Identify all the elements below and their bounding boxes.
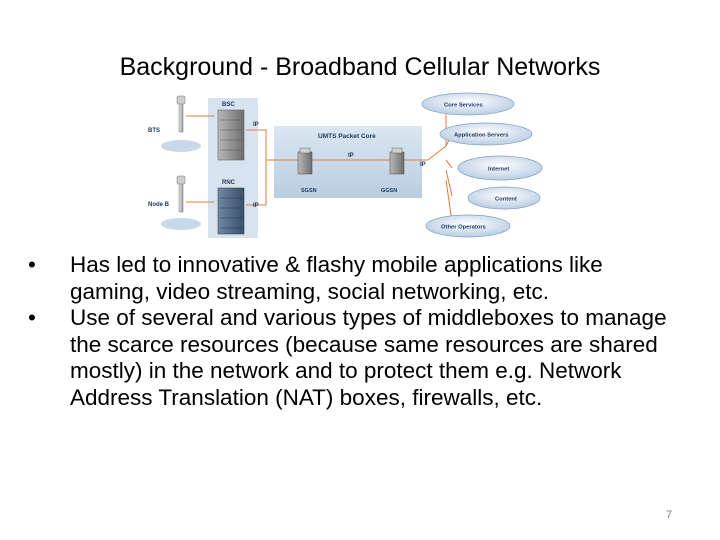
node-b-tower-icon xyxy=(161,175,201,230)
node-b-label: Node B xyxy=(148,202,170,208)
rnc-label: RNC xyxy=(222,180,236,186)
network-diagram: UMTS Packet Core BTS xyxy=(146,90,546,246)
internet-cloud: Internet xyxy=(457,155,543,181)
sgsn-label: SGSN xyxy=(301,188,317,194)
rnc-rack-icon xyxy=(217,187,245,235)
bsc-rack-icon xyxy=(217,109,245,161)
rnc-ip-label: IP xyxy=(253,203,259,209)
bullet-marker: • xyxy=(28,305,36,330)
bullet-item: • Has led to innovative & flashy mobile … xyxy=(28,252,688,305)
svg-text:Other Operators: Other Operators xyxy=(441,225,486,231)
core-label: UMTS Packet Core xyxy=(318,133,376,140)
svg-text:Internet: Internet xyxy=(488,167,509,173)
bullet-marker: • xyxy=(28,252,36,277)
application-servers-cloud: Application Servers xyxy=(439,122,533,146)
bullet-list: • Has led to innovative & flashy mobile … xyxy=(28,252,688,411)
core-services-cloud: Core Services xyxy=(421,92,515,116)
ggsn-label: GGSN xyxy=(381,188,397,194)
bsc-label: BSC xyxy=(222,102,235,108)
svg-text:Core Services: Core Services xyxy=(444,103,483,109)
bsc-ip-label: IP xyxy=(253,122,259,128)
ggsn-server-icon xyxy=(389,147,405,175)
other-operators-cloud: Other Operators xyxy=(425,214,511,238)
bullet-item: • Use of several and various types of mi… xyxy=(28,305,688,411)
slide-title: Background - Broadband Cellular Networks xyxy=(119,53,601,81)
sgsn-server-icon xyxy=(297,147,313,175)
page-number: 7 xyxy=(666,509,673,521)
bullet-text: Has led to innovative & flashy mobile ap… xyxy=(70,252,603,304)
svg-text:Application Servers: Application Servers xyxy=(454,133,508,139)
bts-label: BTS xyxy=(148,128,160,134)
svg-text:Content: Content xyxy=(495,197,517,203)
ggsn-ip-label: IP xyxy=(420,162,426,168)
core-ip-label: IP xyxy=(348,153,354,159)
cell-tower-icon xyxy=(161,95,201,152)
content-cloud: Content xyxy=(467,186,541,210)
bullet-text: Use of several and various types of midd… xyxy=(70,305,667,410)
